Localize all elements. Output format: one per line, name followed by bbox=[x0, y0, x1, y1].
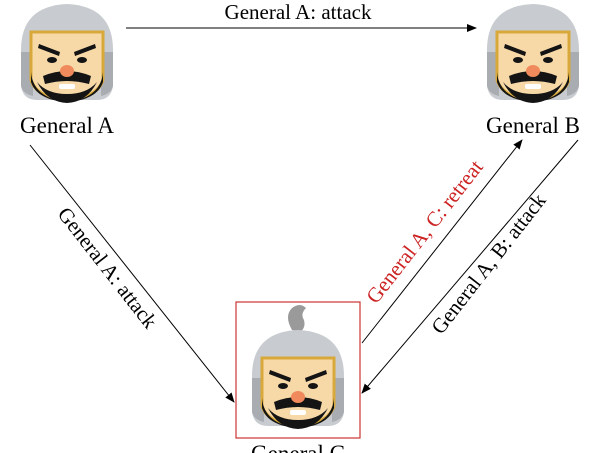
edge-a-to-c bbox=[29, 144, 235, 403]
plume-icon bbox=[288, 305, 306, 332]
general-a-avatar bbox=[19, 2, 115, 105]
edge-label-a-to-c: General A: attack bbox=[53, 202, 163, 333]
edge-b-to-c bbox=[361, 139, 579, 394]
general-b-avatar bbox=[485, 2, 581, 105]
edge-label-a-to-b: General A: attack bbox=[225, 0, 372, 24]
edge-c-to-b bbox=[361, 139, 523, 344]
general-b-label: General B bbox=[486, 113, 580, 138]
general-c-highlight-box bbox=[235, 301, 361, 439]
general-c-label: General C bbox=[251, 441, 345, 453]
general-a-label: General A bbox=[20, 113, 114, 138]
general-c-avatar bbox=[250, 328, 346, 431]
